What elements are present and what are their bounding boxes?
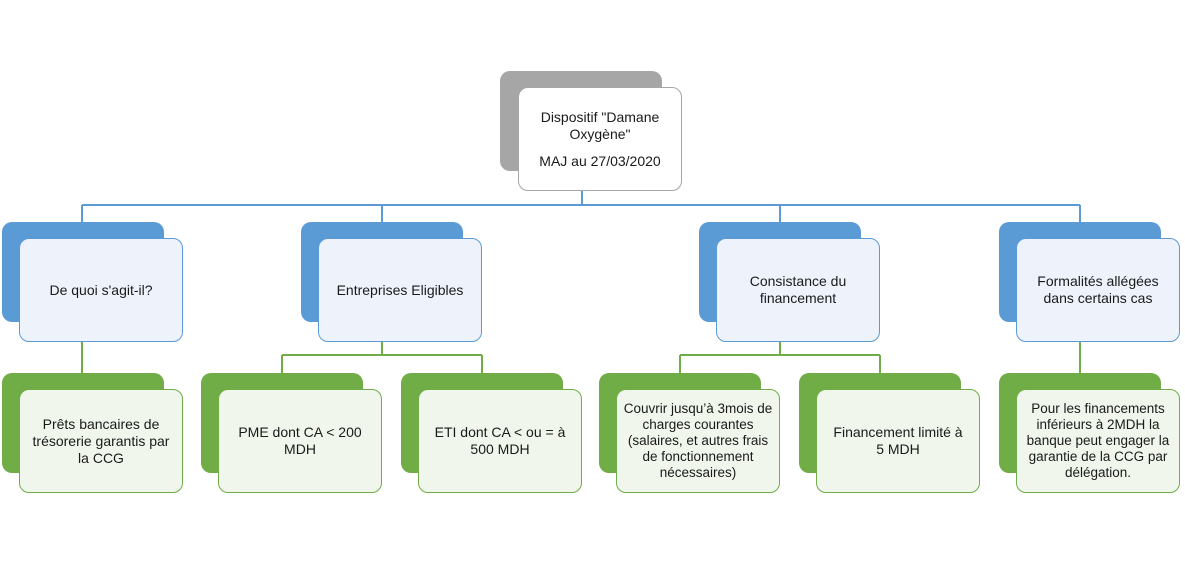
category-label-4: Formalités allégées dans certains cas	[1037, 273, 1159, 306]
category-node-1: De quoi s'agit-il?	[19, 238, 183, 342]
leaf-node-3: ETI dont CA < ou = à 500 MDH	[418, 389, 582, 493]
category-node-2: Entreprises Eligibles	[318, 238, 482, 342]
leaf-node-4: Couvrir jusqu’à 3mois de charges courant…	[616, 389, 780, 493]
category-label-2: Entreprises Eligibles	[336, 281, 464, 298]
root-node: Dispositif "Damane Oxygène" MAJ au 27/03…	[518, 87, 682, 191]
leaf-label-3: ETI dont CA < ou = à 500 MDH	[434, 424, 566, 457]
leaf-label-6: Pour les financements inférieurs à 2MDH …	[1026, 401, 1170, 480]
leaf-label-1: Prêts bancaires de trésorerie garantis p…	[32, 415, 170, 466]
leaf-node-2: PME dont CA < 200 MDH	[218, 389, 382, 493]
category-label-1: De quoi s'agit-il?	[49, 281, 153, 298]
leaf-label-5: Financement limité à 5 MDH	[833, 424, 963, 457]
category-label-3: Consistance du financement	[749, 273, 847, 306]
leaf-node-5: Financement limité à 5 MDH	[816, 389, 980, 493]
connector-cat-2	[281, 342, 483, 373]
category-node-3: Consistance du financement	[716, 238, 880, 342]
leaf-label-2: PME dont CA < 200 MDH	[238, 424, 362, 457]
leaf-label-4: Couvrir jusqu’à 3mois de charges courant…	[623, 401, 773, 480]
connector-cat-3	[679, 342, 881, 373]
root-title: Dispositif "Damane Oxygène"	[540, 108, 660, 142]
root-date: MAJ au 27/03/2020	[539, 152, 661, 169]
root-connector	[81, 191, 1081, 222]
category-node-4: Formalités allégées dans certains cas	[1016, 238, 1180, 342]
leaf-node-6: Pour les financements inférieurs à 2MDH …	[1016, 389, 1180, 493]
leaf-node-1: Prêts bancaires de trésorerie garantis p…	[19, 389, 183, 493]
